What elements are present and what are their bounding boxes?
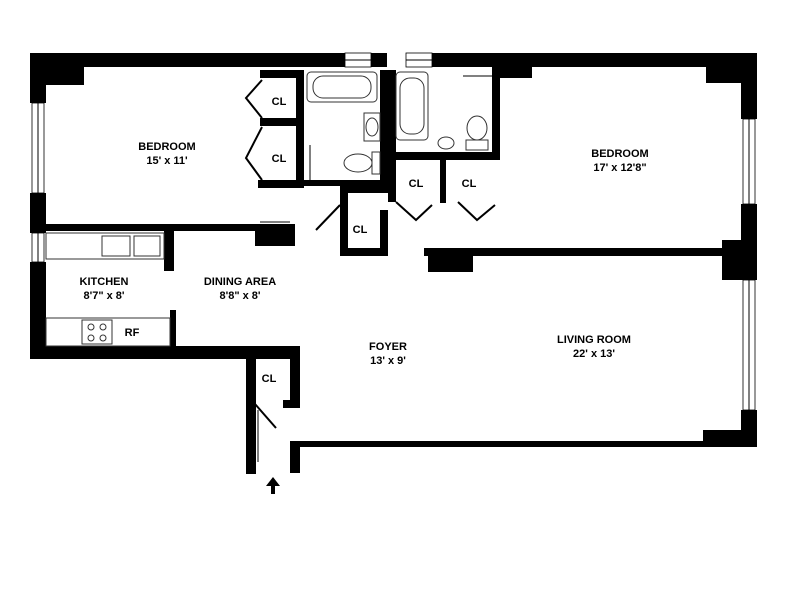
closet-label: CL: [462, 178, 477, 190]
windows: [31, 52, 756, 411]
dining-dims: 8'8" x 8': [219, 290, 260, 302]
bedroom-left-name: BEDROOM: [138, 141, 195, 153]
refrigerator-label: RF: [125, 327, 140, 339]
door-swings: [244, 75, 496, 462]
closet-label: CL: [272, 96, 287, 108]
kitchen-counter-top: [45, 232, 165, 260]
living-room-name: LIVING ROOM: [557, 334, 631, 346]
closet-label: CL: [262, 373, 277, 385]
toilet-right: [465, 115, 489, 151]
walls: [30, 53, 757, 474]
bathtub-right: [395, 71, 429, 141]
kitchen-counter-bottom: [45, 317, 171, 347]
closet-label: CL: [409, 178, 424, 190]
bathtub-left: [306, 71, 378, 103]
sink-left: [363, 112, 381, 142]
kitchen-dims: 8'7" x 8': [83, 290, 124, 302]
kitchen-name: KITCHEN: [80, 276, 129, 288]
bedroom-left-dims: 15' x 11': [146, 155, 188, 167]
toilet-left: [343, 151, 381, 175]
foyer-dims: 13' x 9': [370, 355, 406, 367]
living-room-dims: 22' x 13': [573, 348, 615, 360]
dining-name: DINING AREA: [204, 276, 276, 288]
entry-arrow-icon: [266, 477, 280, 494]
closet-label: CL: [353, 224, 368, 236]
sink-right: [437, 136, 455, 150]
closet-label: CL: [272, 153, 287, 165]
foyer-name: FOYER: [369, 341, 407, 353]
bedroom-right-dims: 17' x 12'8": [593, 162, 646, 174]
bedroom-right-name: BEDROOM: [591, 148, 648, 160]
